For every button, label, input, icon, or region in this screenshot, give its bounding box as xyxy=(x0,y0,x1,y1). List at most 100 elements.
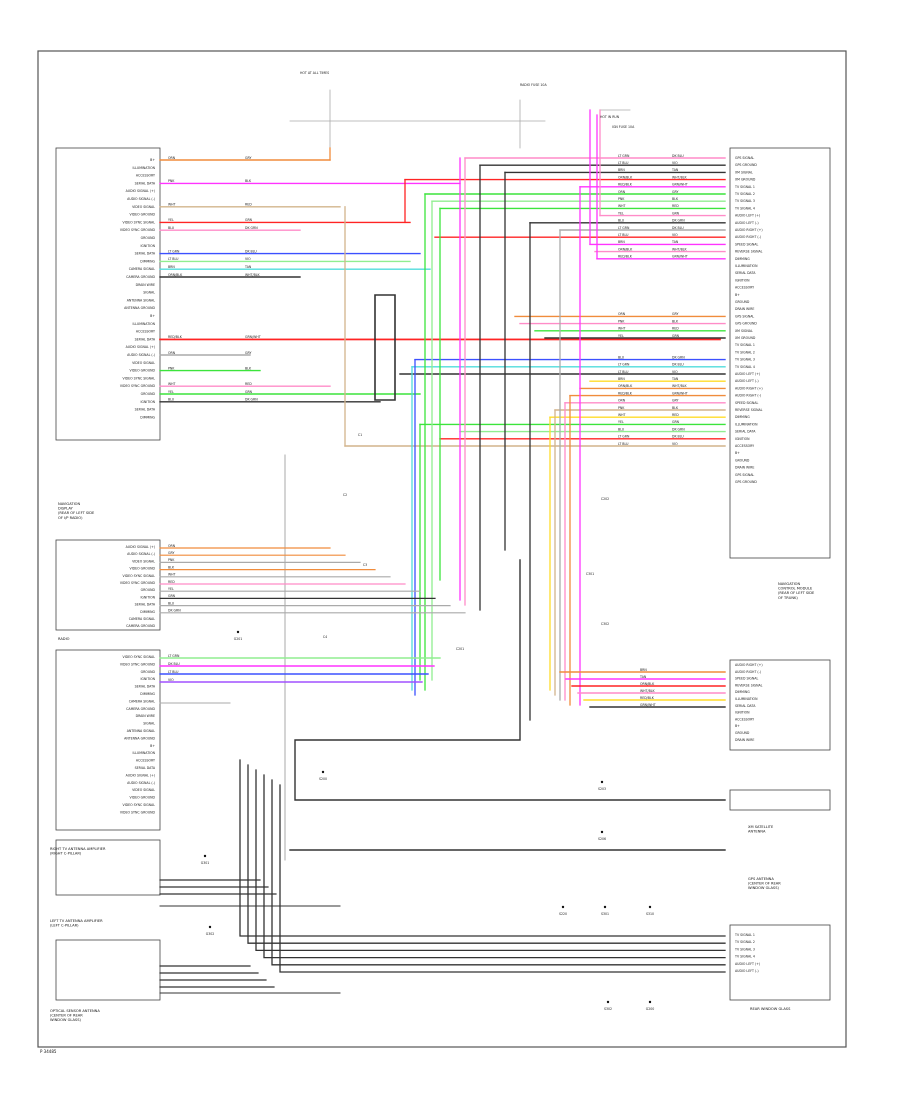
right-pin-label: B+ xyxy=(735,451,740,455)
wire-color-label: LT GRN xyxy=(618,363,630,367)
left-pin-label: AUDIO SIGNAL (-) xyxy=(127,353,155,357)
left-pin-label: VIDEO SYNC SIGNAL xyxy=(123,220,156,224)
left-pin-label: CAMERA SIGNAL xyxy=(129,267,155,271)
nav-control-pin-label: ACCESSORY xyxy=(735,717,754,721)
left-pin-label: AUDIO SIGNAL (+) xyxy=(126,189,155,193)
module-label-line: NAVIGATION xyxy=(778,582,800,586)
module-label-line: (CENTER OF REAR xyxy=(50,1014,83,1018)
wire-color-label: GRY xyxy=(245,351,251,355)
component-box xyxy=(55,147,161,441)
module-label-line: (REAR OF LEFT SIDE xyxy=(778,591,815,595)
splice-dot xyxy=(648,905,652,909)
wire-color-label: DK GRN xyxy=(672,219,685,223)
right-pin-label: XM GROUND xyxy=(735,336,756,340)
right-pin-label: ACCESSORY xyxy=(735,444,754,448)
left-pin-label: DIMMING xyxy=(140,259,155,263)
connector-label: C1 xyxy=(358,433,362,437)
splice-dot xyxy=(561,905,565,909)
splice-dot xyxy=(648,1000,652,1004)
left-pin-label: DIMMING xyxy=(140,415,155,419)
wire-color-label: WHT xyxy=(618,413,626,417)
right-pin-label: B+ xyxy=(735,293,740,297)
left-pin-label: B+ xyxy=(150,314,155,318)
left-pin-label: VIDEO SYNC SIGNAL xyxy=(123,376,156,380)
right-pin-label: TV SIGNAL 1 xyxy=(734,343,755,347)
wire-color-label: DK BLU xyxy=(245,249,257,253)
module-label-line: RADIO xyxy=(58,637,70,641)
splice-label: G200 xyxy=(646,1007,655,1011)
wire-color-label: BLK xyxy=(168,565,175,569)
right-pin-label: ILLUMINATION xyxy=(735,264,758,268)
display-pin-label: GROUND xyxy=(141,588,156,592)
left-pin-label: GROUND xyxy=(141,392,156,396)
wire-color-label: ORN/BLK xyxy=(618,175,633,179)
radio-pin-label: VIDEO SYNC GROUND xyxy=(120,810,156,814)
wire-color-label: LT BLU xyxy=(618,370,629,374)
wire-color-label: VIO xyxy=(245,257,251,261)
antenna-wire xyxy=(279,784,726,973)
right-pin-label: GROUND xyxy=(735,458,750,462)
right-pin-label: IGNITION xyxy=(735,437,750,441)
component-box xyxy=(55,539,161,631)
left-pin-label: ACCESSORY xyxy=(136,330,155,334)
wire-color-label: GRN xyxy=(245,390,253,394)
wire-color-label: WHT xyxy=(618,327,626,331)
wire-color-label: GRN xyxy=(672,420,680,424)
shield-wire xyxy=(374,294,396,401)
wire-color-label: TAN xyxy=(639,675,647,679)
wire-color-label: PNK xyxy=(618,406,625,410)
connector-label: C302 xyxy=(601,622,609,626)
right-pin-label: AUDIO RIGHT (+) xyxy=(735,228,763,232)
connector-label: C202 xyxy=(601,497,609,501)
wire-color-label: TAN xyxy=(671,240,679,244)
right-pin-label: DIMMING xyxy=(735,257,750,261)
right-pin-label: GPS SIGNAL xyxy=(735,314,754,318)
radio-pin-label: VIDEO SYNC GROUND xyxy=(120,662,156,666)
wire-color-label: DK GRN xyxy=(168,609,181,613)
left-pin-label: AUDIO SIGNAL (+) xyxy=(126,345,155,349)
wire-color-label: RED/BLK xyxy=(618,255,633,259)
radio-pin-label: IGNITION xyxy=(140,677,155,681)
radio-pin-label: DIMMING xyxy=(140,692,155,696)
display-pin-label: VIDEO GROUND xyxy=(130,567,156,571)
wire-color-label: YEL xyxy=(618,334,624,338)
wire-color-label: BLU xyxy=(618,355,625,359)
splice-dot xyxy=(600,780,604,784)
component-boxes xyxy=(55,147,831,1001)
right-pin-label: DIMMING xyxy=(735,415,750,419)
right-pin-label: REVERSE SIGNAL xyxy=(735,250,763,254)
wire-color-label: GRN xyxy=(672,334,680,338)
wire-color-label: ORN/BLK xyxy=(168,273,183,277)
right-pin-label: AUDIO LEFT (+) xyxy=(735,214,760,218)
wire-color-label: GRN xyxy=(672,211,680,215)
right-pin-label: AUDIO LEFT (-) xyxy=(735,221,759,225)
radio-pin-label: AUDIO SIGNAL (+) xyxy=(126,773,155,777)
splice-label: G301 xyxy=(201,861,210,865)
display-pin-label: IGNITION xyxy=(140,595,155,599)
splice-label: S220 xyxy=(559,912,567,916)
wire-color-label: GRN/WHT xyxy=(672,255,688,259)
wire-color-label: WHT xyxy=(168,382,176,386)
right-pin-label: GPS GROUND xyxy=(735,322,757,326)
wire-color-label: YEL xyxy=(168,587,174,591)
radio-pin-label: VIDEO SYNC SIGNAL xyxy=(123,655,156,659)
display-pin-label: DIMMING xyxy=(140,610,155,614)
connector-label: C201 xyxy=(456,647,464,651)
wire-color-label: LT BLU xyxy=(168,670,179,674)
wire-color-label: BLK xyxy=(672,197,679,201)
left-pin-label: ANTENNA GROUND xyxy=(124,306,155,310)
wire-color-label: BRN xyxy=(168,265,175,269)
component-box xyxy=(729,924,831,1001)
antenna-wire xyxy=(247,764,726,944)
left-pin-label: ILLUMINATION xyxy=(133,322,156,326)
splice-label: S203 xyxy=(598,787,606,791)
wire-color-label: VIO xyxy=(168,678,174,682)
display-pin-label: VIDEO SYNC GROUND xyxy=(120,581,156,585)
component-box xyxy=(729,659,831,751)
wire-color-label: PNK xyxy=(168,179,175,183)
wire-color-label: DK BLU xyxy=(672,363,684,367)
